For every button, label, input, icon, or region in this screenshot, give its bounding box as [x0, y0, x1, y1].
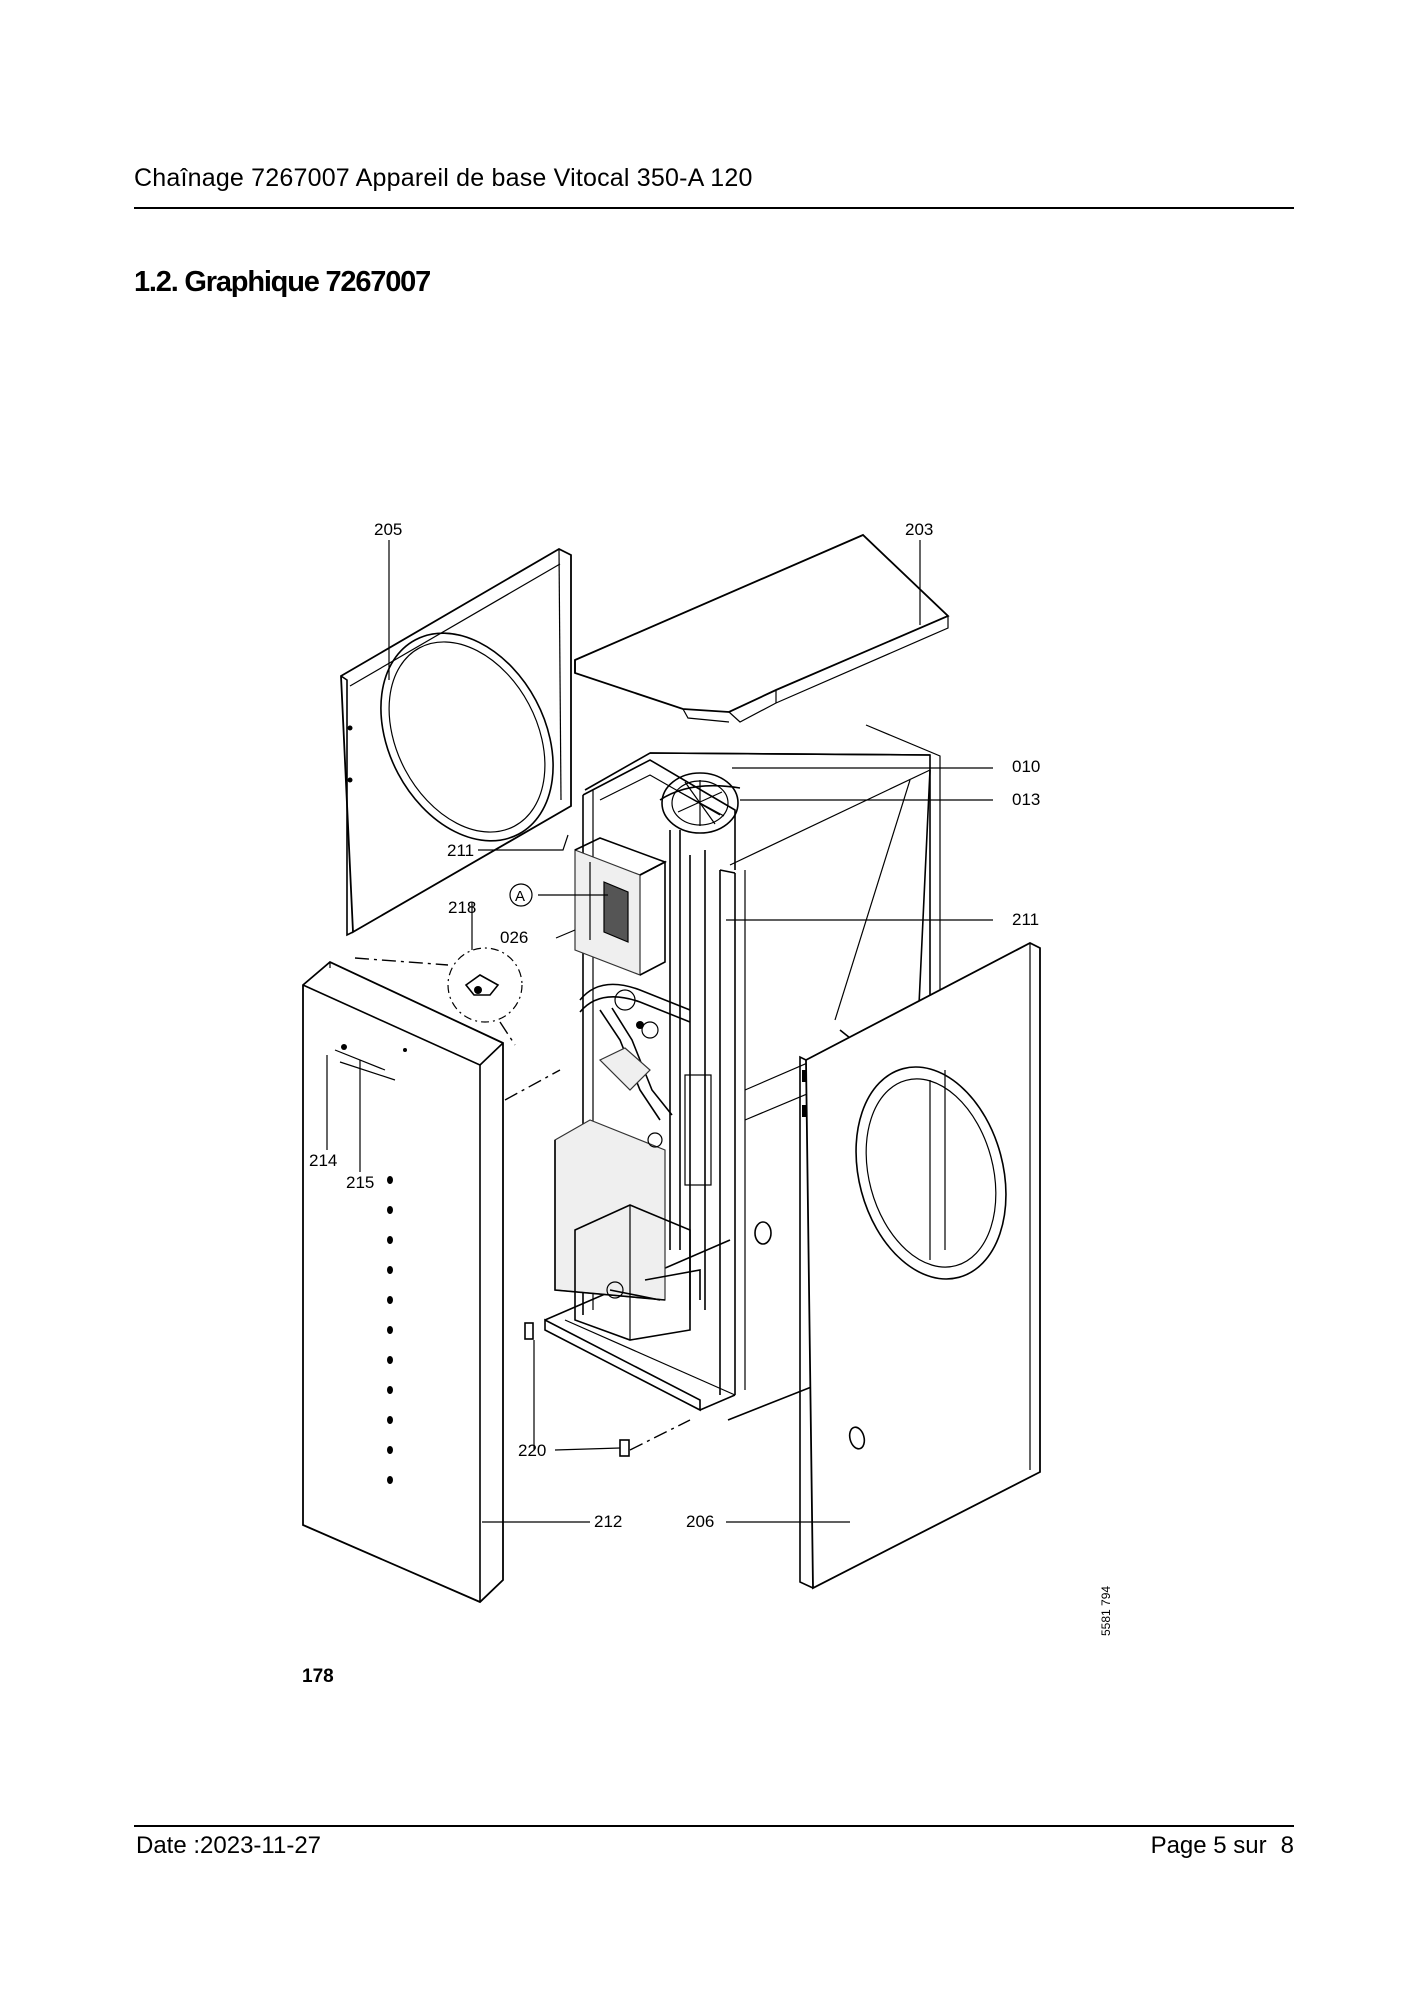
callout-215: 215: [346, 1173, 374, 1192]
panel-205: [340, 547, 572, 937]
front-panel-screw-holes: [387, 1176, 393, 1484]
page-total: 8: [1280, 1832, 1294, 1859]
footer-page: Page 5 sur 8: [1151, 1832, 1294, 1860]
callout-labels: 205 203 010 013 211 211 A 218 026 214 21…: [309, 520, 1040, 1531]
side-panel-206: [799, 941, 1041, 1590]
callout-211-left: 211: [447, 841, 474, 860]
compressor-block: [554, 1119, 701, 1341]
assembly-line-front: [504, 1069, 561, 1101]
callout-203: 203: [905, 520, 933, 539]
pipework: [579, 830, 712, 1310]
callout-206: 206: [686, 1512, 714, 1531]
cover-203: [574, 533, 950, 723]
callout-a: A: [515, 888, 525, 905]
figure-number: 178: [302, 1666, 334, 1687]
callout-205: 205: [374, 520, 402, 539]
callout-220: 220: [518, 1441, 546, 1460]
callout-211-right: 211: [1012, 910, 1039, 929]
callout-214: 214: [309, 1151, 337, 1170]
footer-rule: [134, 1825, 1294, 1827]
leader-lines: [326, 540, 993, 1523]
callout-218: 218: [448, 898, 476, 917]
drawing-code: 5581 794: [1099, 1586, 1113, 1636]
section-title: 1.2. Graphique 7267007: [134, 266, 431, 298]
clip-220: [524, 1322, 691, 1457]
footer-date: Date :2023-11-27: [136, 1832, 322, 1859]
header-rule: [134, 207, 1294, 209]
page-label: Page 5 sur: [1150, 1832, 1267, 1859]
callout-010: 010: [1012, 757, 1040, 776]
document-header: Chaînage 7267007 Appareil de base Vitoca…: [134, 164, 753, 192]
callout-a-circle: [509, 883, 533, 907]
callout-013: 013: [1012, 790, 1040, 809]
fan-assembly: [659, 772, 741, 834]
callout-212: 212: [594, 1512, 622, 1531]
callout-026: 026: [500, 928, 528, 947]
control-box-026: [574, 837, 667, 976]
front-panel-212: [302, 960, 504, 1604]
latch-detail-218: [354, 947, 523, 1046]
